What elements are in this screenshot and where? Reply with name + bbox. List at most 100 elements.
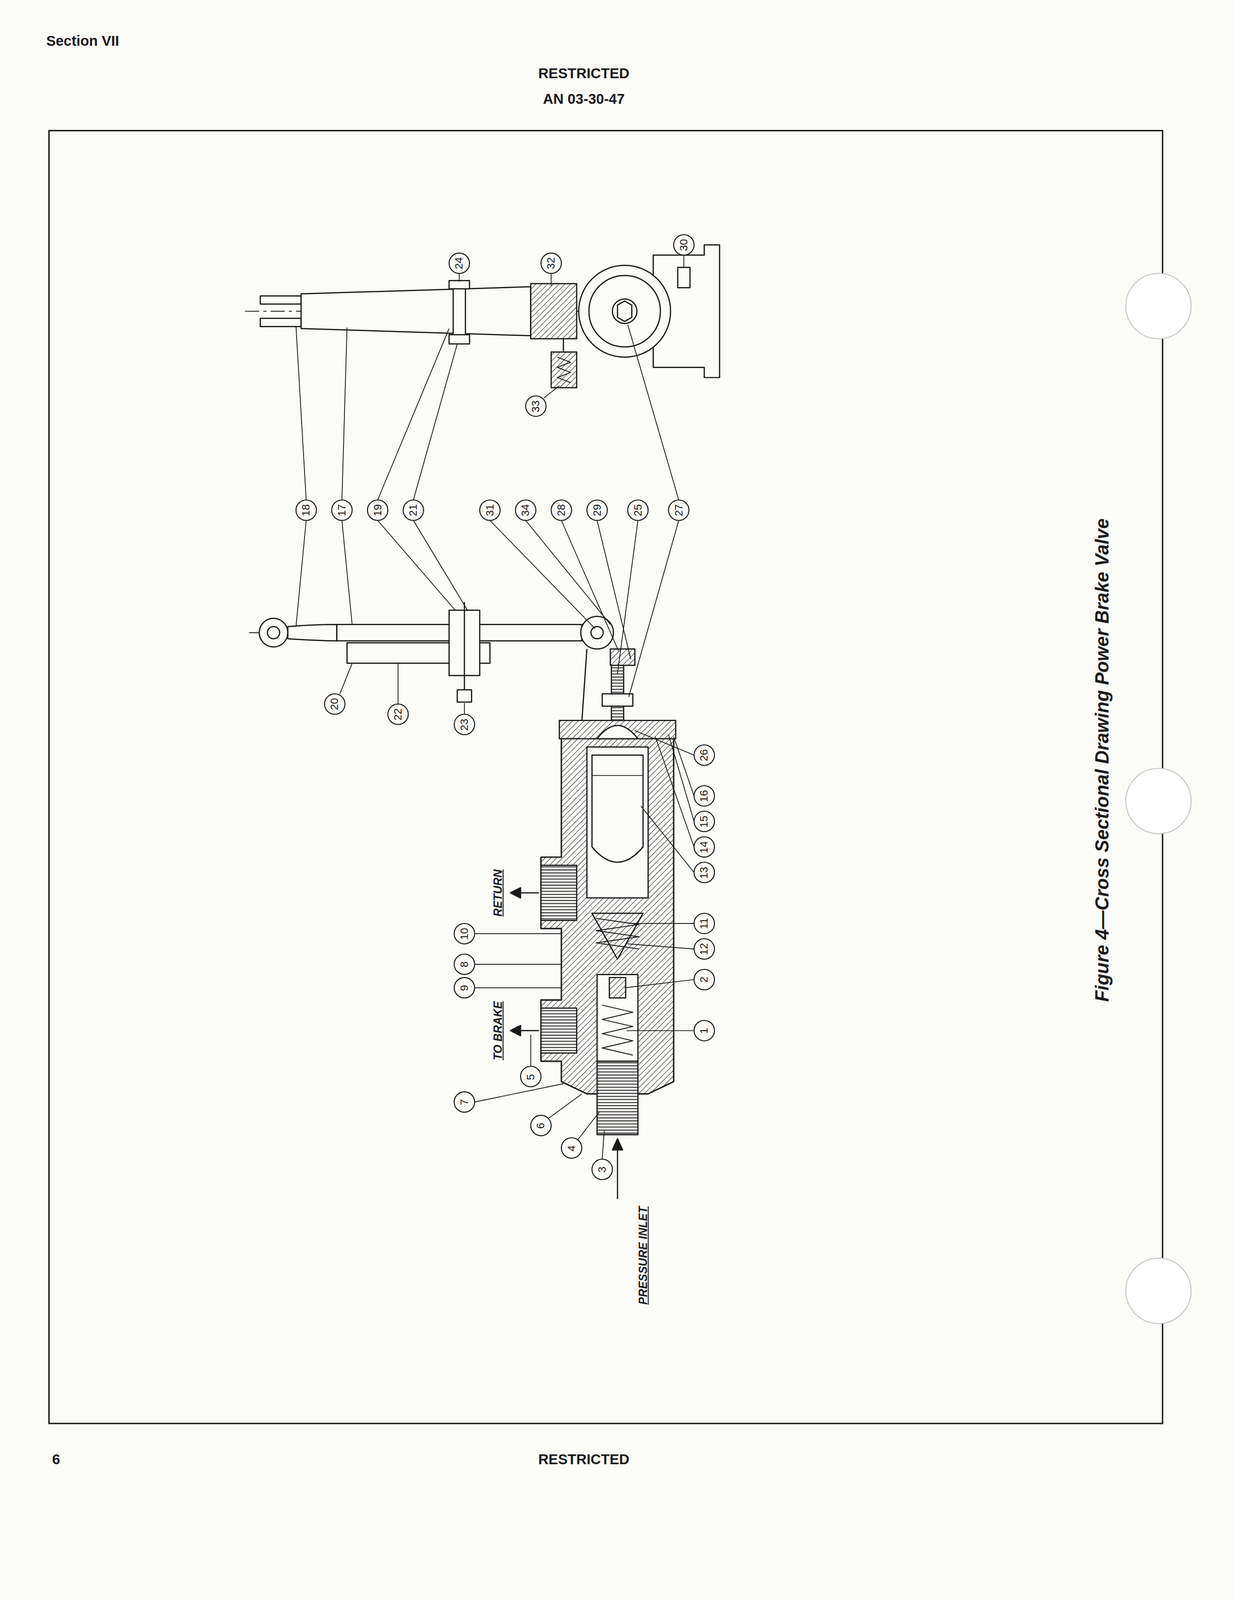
callout-number: 15	[698, 815, 710, 828]
callout-number: 20	[329, 698, 340, 710]
callout-circle	[694, 969, 715, 990]
figure-caption: Figure 4—Cross Sectional Drawing Power B…	[1092, 518, 1112, 1003]
callout-number: 19	[372, 504, 384, 517]
callout-circle	[525, 396, 546, 417]
fork-prong	[260, 295, 302, 305]
callout-number: 14	[698, 841, 710, 854]
pedal-lever	[301, 286, 531, 337]
curved-arm	[287, 624, 338, 641]
lever-hub	[580, 616, 614, 649]
page-header: AN 03-30-47	[543, 92, 625, 107]
detent-spring	[557, 357, 571, 383]
callout-number: 13	[698, 866, 710, 879]
figure-frame	[49, 130, 1163, 1424]
lock-nut	[602, 693, 633, 707]
valve-housing	[540, 729, 674, 1094]
leader-lines	[296, 254, 695, 1160]
callout-circle	[296, 499, 317, 521]
page-header: 6	[52, 1452, 61, 1467]
bolt	[677, 267, 690, 288]
poppet	[609, 977, 626, 998]
hub	[612, 299, 638, 324]
bracket	[581, 648, 587, 723]
callout-circle	[454, 954, 475, 975]
callout-number: 34	[520, 504, 531, 517]
callout-number: 9	[459, 985, 470, 991]
page-header: RESTRICTED	[538, 1452, 630, 1467]
pulley	[578, 265, 671, 358]
valve-seat	[591, 913, 644, 959]
callout-circle	[540, 252, 561, 274]
piston	[591, 755, 644, 863]
callout-circle	[694, 913, 715, 934]
punch-holes	[1125, 273, 1192, 1324]
callout-circle	[668, 499, 689, 521]
arrow-head	[510, 887, 521, 898]
callout-circle	[387, 704, 408, 725]
callout-number: 18	[300, 504, 312, 517]
lower-chamber	[597, 974, 639, 1062]
callout-number: 6	[535, 1122, 547, 1129]
inlet-screen	[597, 1061, 639, 1135]
callout-circle	[331, 499, 352, 521]
callout-number: 26	[698, 749, 710, 762]
brake-port	[540, 1008, 577, 1053]
callout-circle	[694, 744, 715, 766]
port-label: PRESSURE INLET	[637, 1206, 649, 1305]
callout-number: 7	[459, 1099, 470, 1106]
callout-circle	[530, 1115, 552, 1136]
callout-circle	[454, 977, 475, 998]
pin	[590, 626, 604, 639]
callout-circle	[551, 499, 572, 521]
callout-number: 8	[459, 961, 470, 968]
callout-number: 29	[591, 504, 603, 517]
callout-circle	[454, 1091, 475, 1112]
callout-number: 11	[698, 918, 710, 930]
callout-number: 12	[698, 943, 710, 956]
page-header: Section VII	[46, 33, 120, 48]
callout-number: 28	[555, 504, 567, 517]
bore	[586, 746, 648, 898]
callout-circle	[454, 714, 475, 735]
callout-number: 27	[673, 504, 685, 517]
callout-circle	[479, 499, 500, 521]
callout-circle	[694, 938, 715, 959]
port-label: TO BRAKE	[492, 1001, 504, 1061]
callout-number: 24	[453, 257, 465, 270]
callout-circle	[591, 1159, 613, 1180]
callout-number: 2	[698, 976, 710, 983]
callout-circle	[586, 499, 608, 521]
callout-number: 21	[407, 504, 419, 517]
callout-circle	[454, 923, 475, 944]
nut	[449, 334, 470, 344]
clamp-bolt	[463, 602, 465, 699]
clamp	[530, 283, 577, 340]
callout-number: 31	[484, 504, 496, 517]
arrow-head	[612, 1139, 623, 1151]
poppet-spring	[602, 1005, 633, 1056]
plunger	[597, 725, 639, 740]
cap	[559, 720, 676, 739]
callout-circle	[515, 499, 536, 521]
callout-number: 30	[678, 239, 690, 251]
callout-number: 25	[632, 504, 644, 517]
flow-arrow	[617, 1146, 618, 1200]
nut	[457, 689, 472, 703]
callout-number: 10	[459, 927, 470, 940]
callout-circle	[694, 785, 715, 806]
callout-number: 23	[459, 718, 470, 731]
callout-circle	[673, 234, 694, 255]
callout-circle	[694, 811, 715, 832]
bolt	[453, 285, 466, 340]
link	[562, 339, 564, 353]
callout-number: 32	[545, 257, 557, 270]
bolt-head	[449, 280, 470, 289]
callout-number: 3	[596, 1166, 608, 1173]
callout-circle	[367, 499, 388, 521]
hub-nut	[617, 301, 632, 322]
pulley-groove	[588, 275, 661, 347]
piston-line	[591, 774, 644, 776]
page-header: RESTRICTED	[538, 66, 630, 81]
callout-circle	[324, 693, 345, 714]
callout-circle	[627, 499, 648, 521]
